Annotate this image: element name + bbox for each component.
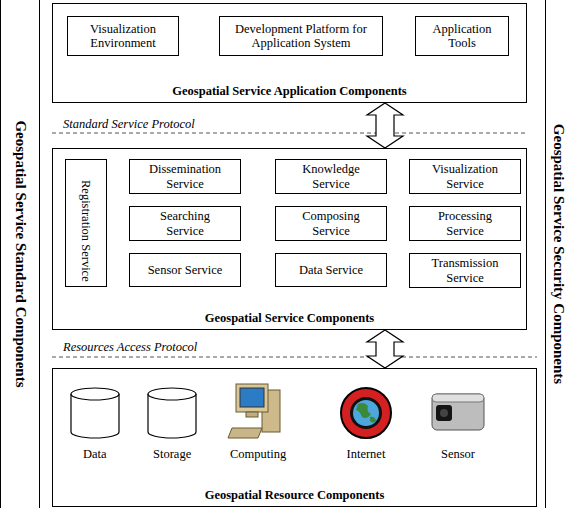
resource-label: Data (83, 447, 107, 461)
computer-monitor (236, 384, 268, 412)
box-label: Transmission Service (422, 256, 508, 285)
block-arrow (367, 330, 403, 368)
box-label: Data Service (299, 263, 363, 277)
data-cylinder-icon (71, 388, 119, 438)
service-layer: Geospatial Service Components Registratio… (52, 148, 527, 330)
layer-heading: Geospatial Service Standard Components (11, 120, 28, 387)
service-box: Data Service (275, 253, 387, 287)
globe (353, 400, 379, 426)
sensor-icon (432, 394, 484, 430)
protocol-label: Standard Service Protocol (60, 117, 198, 131)
service-box: Sensor Service (129, 253, 241, 287)
service-box: Knowledge Service (275, 159, 387, 194)
box-label: Composing Service (288, 209, 374, 238)
standard-band: Geospatial Service Standard Components (0, 0, 40, 508)
registration-box: Registration Service (65, 159, 107, 287)
internet-ring (341, 388, 391, 438)
resource-label: Internet (347, 447, 386, 461)
protocol-divider (52, 357, 537, 358)
service-box: Searching Service (129, 206, 241, 241)
keyboard (228, 428, 262, 438)
box-label: Development Platform for Application Sys… (226, 22, 376, 51)
box-label: Visualization Environment (80, 22, 166, 51)
box-label: Registration Service (79, 180, 93, 266)
service-box: Processing Service (409, 206, 521, 241)
protocol-divider (52, 133, 527, 134)
protocol-label: Resources Access Protocol (60, 340, 200, 354)
sensor-body (432, 394, 484, 430)
computer-icon (228, 384, 280, 438)
layer-heading: Geospatial Service Security Components (549, 124, 566, 384)
computer-screen (240, 388, 264, 407)
sensor-lens (436, 405, 452, 421)
monitor-stand (246, 412, 258, 417)
service-box: Transmission Service (409, 253, 521, 288)
resource-layer: Geospatial Resource Components (52, 368, 537, 507)
layer-heading: Geospatial Service Application Component… (53, 84, 526, 98)
block-arrow (367, 103, 403, 148)
service-box: Composing Service (275, 206, 387, 241)
internet-inner (350, 397, 382, 429)
box-label: Dissemination Service (142, 162, 228, 191)
service-box: Dissemination Service (129, 159, 241, 194)
box-label: Sensor Service (148, 263, 223, 277)
box-label: Visualization Service (422, 162, 508, 191)
sensor-top (432, 394, 484, 402)
service-box: Visualization Service (409, 159, 521, 194)
sensor-lens-center (440, 409, 448, 417)
box-label: Knowledge Service (288, 162, 374, 191)
storage-cylinder-icon (148, 388, 196, 438)
internet-icon (341, 388, 391, 438)
box-label: Application Tools (419, 22, 505, 51)
layer-heading: Geospatial Resource Components (53, 488, 536, 502)
box-label: Searching Service (142, 209, 228, 238)
cylinder-top (71, 388, 119, 400)
security-band: Geospatial Service Security Components (545, 0, 569, 508)
box-label: Processing Service (422, 209, 508, 238)
cylinder-top (148, 388, 196, 400)
resource-label: Computing (230, 447, 286, 461)
application-box: Development Platform for Application Sys… (219, 16, 383, 56)
resource-label: Sensor (441, 447, 475, 461)
resource-label: Storage (153, 447, 191, 461)
application-layer: Geospatial Service Application Component… (52, 3, 527, 103)
globe-land (356, 403, 376, 423)
application-box: Application Tools (415, 16, 509, 56)
layer-heading: Geospatial Service Components (53, 311, 526, 325)
application-box: Visualization Environment (67, 16, 179, 56)
